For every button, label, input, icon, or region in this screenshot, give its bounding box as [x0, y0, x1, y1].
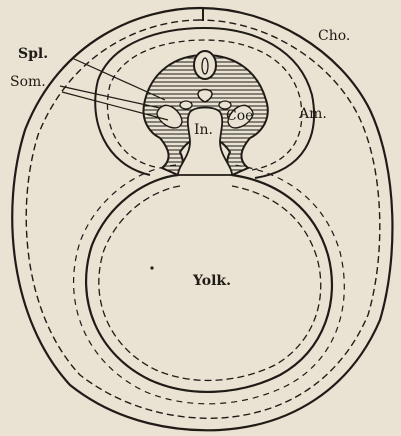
label-in: In.	[194, 122, 213, 138]
dorsal-aorta-left	[180, 101, 192, 109]
neural-tube	[194, 51, 216, 79]
label-coe: Coe	[226, 108, 253, 124]
label-spl: Spl.	[18, 46, 48, 62]
label-som: Som.	[10, 74, 46, 90]
label-yolk: Yolk.	[192, 273, 231, 289]
spl-leader-line	[72, 58, 165, 100]
label-am: Am.	[298, 106, 327, 122]
label-cho: Cho.	[318, 28, 350, 44]
yolk-dot	[150, 266, 153, 269]
